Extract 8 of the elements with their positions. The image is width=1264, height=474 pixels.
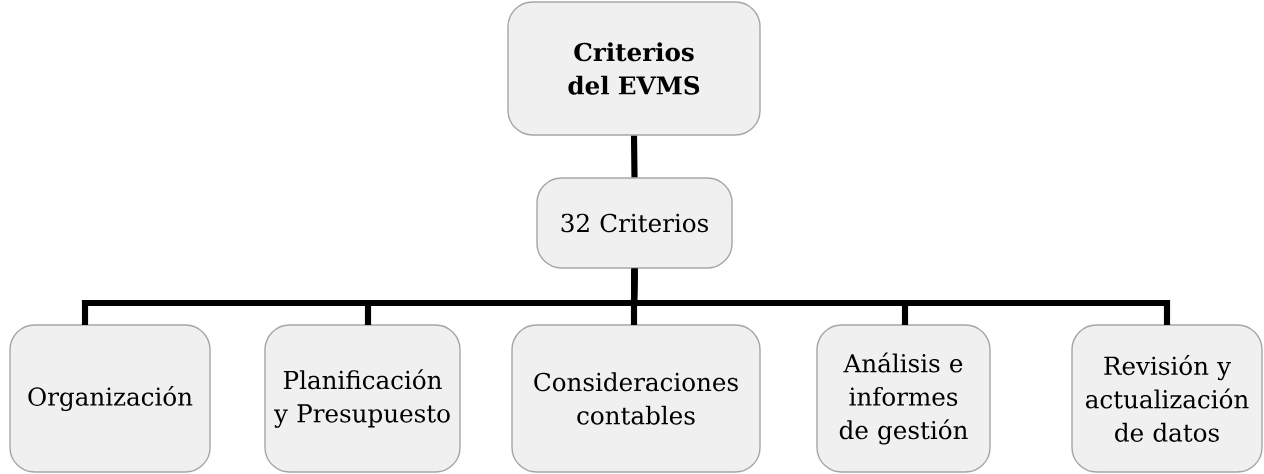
process-box: 32 Criterios	[536, 177, 733, 269]
connector-line	[630, 135, 638, 178]
process-box: Organización	[9, 324, 211, 473]
process-box: Revisión y actualización de datos	[1071, 324, 1263, 473]
process-box: Análisis e informes de gestión	[816, 324, 991, 473]
process-box: Consideraciones contables	[511, 324, 761, 473]
process-box: Planificación y Presupuesto	[264, 324, 461, 473]
title-box: Criterios del EVMS	[507, 1, 761, 136]
